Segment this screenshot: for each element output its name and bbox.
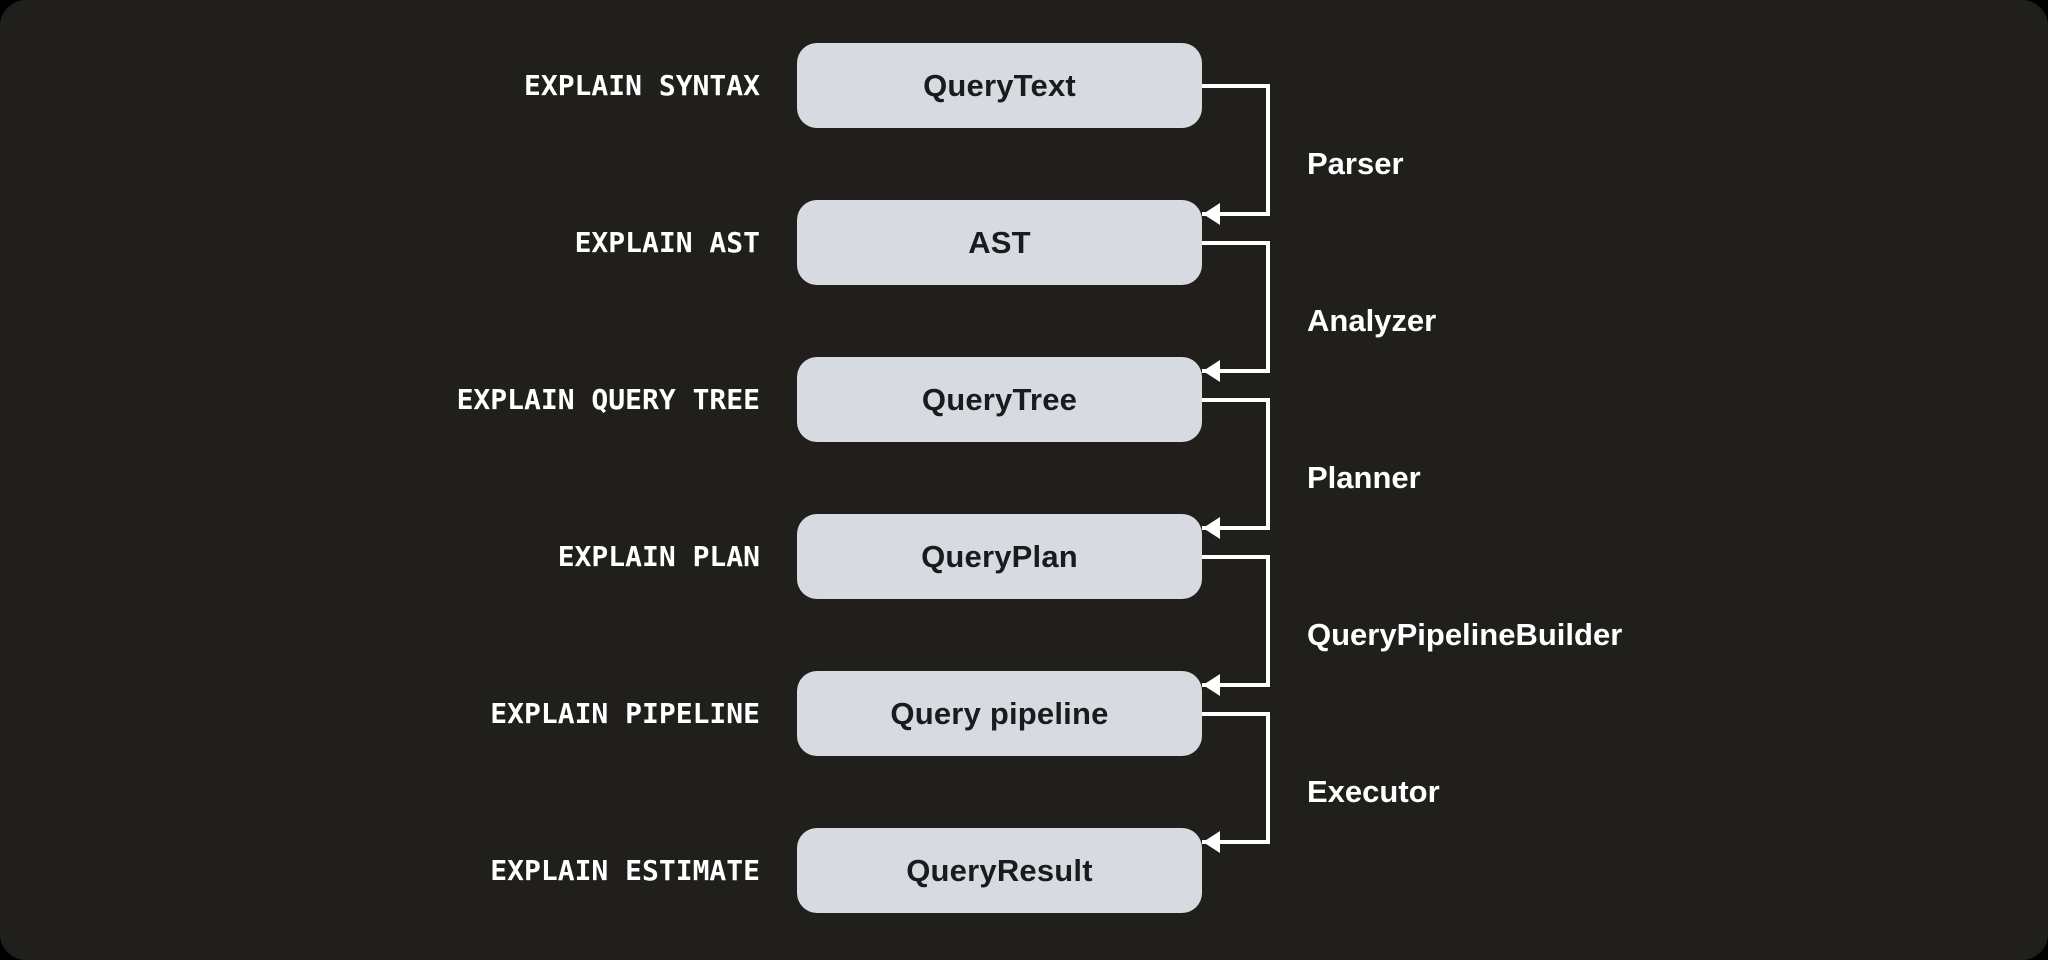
stage-row-ast: EXPLAIN AST AST [0,200,2048,285]
ast-box-label: AST [968,224,1031,260]
stage-row-querytree: EXPLAIN QUERY TREE QueryTree [0,357,2048,442]
arrowhead-left-icon [1203,203,1220,225]
queryplan-box-label: QueryPlan [921,538,1078,574]
ast-box: AST [797,200,1202,285]
transition-label-analyzer: Analyzer [1307,303,1437,338]
connector-executor [1202,712,1270,844]
explain-syntax-label: EXPLAIN SYNTAX [523,69,760,102]
connector-parser [1202,84,1270,216]
arrowhead-left-icon [1203,517,1220,539]
querytext-box-label: QueryText [923,67,1076,103]
transition-label-executor: Executor [1307,774,1440,809]
stage-row-queryplan: EXPLAIN PLAN QueryPlan [0,514,2048,599]
query-pipeline-box: Query pipeline [797,671,1202,756]
queryplan-box: QueryPlan [797,514,1202,599]
stage-row-querytext: EXPLAIN SYNTAX QueryText [0,43,2048,128]
arrowhead-left-icon [1203,831,1220,853]
explain-query-tree-label: EXPLAIN QUERY TREE [456,383,760,416]
transition-label-planner: Planner [1307,460,1421,495]
stage-row-queryresult: EXPLAIN ESTIMATE QueryResult [0,828,2048,913]
stage-row-query-pipeline: EXPLAIN PIPELINE Query pipeline [0,671,2048,756]
querytree-box: QueryTree [797,357,1202,442]
connector-analyzer [1202,241,1270,373]
explain-plan-label: EXPLAIN PLAN [557,540,760,573]
transition-label-querypipelinebuilder: QueryPipelineBuilder [1307,617,1623,652]
arrowhead-left-icon [1203,674,1220,696]
explain-estimate-label: EXPLAIN ESTIMATE [490,854,760,887]
arrowhead-left-icon [1203,360,1220,382]
queryresult-box: QueryResult [797,828,1202,913]
querytext-box: QueryText [797,43,1202,128]
query-pipeline-box-label: Query pipeline [890,695,1109,731]
transition-label-parser: Parser [1307,146,1404,181]
connector-querypipelinebuilder [1202,555,1270,687]
connector-planner [1202,398,1270,530]
explain-pipeline-label: EXPLAIN PIPELINE [490,697,760,730]
explain-ast-label: EXPLAIN AST [574,226,760,259]
queryresult-box-label: QueryResult [906,852,1093,888]
querytree-box-label: QueryTree [921,381,1078,417]
